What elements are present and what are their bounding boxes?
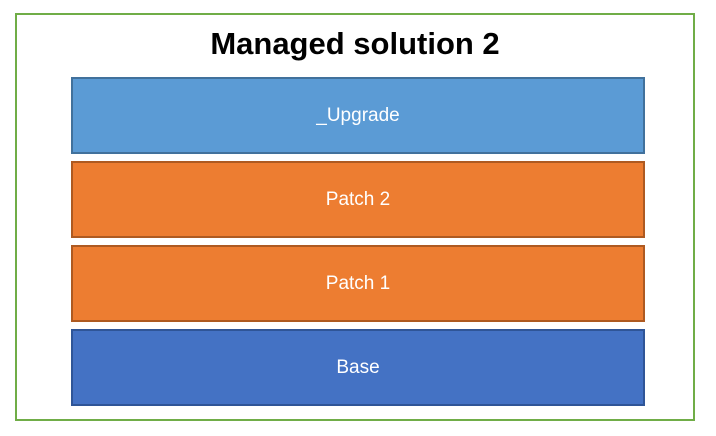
slide-frame: Managed solution 2 _Upgrade Patch 2 Patc… [15,13,695,421]
layer-label-base: Base [336,357,380,378]
layer-label-patch-1: Patch 1 [325,273,391,294]
page-title: Managed solution 2 [210,26,500,61]
layer-bar-patch-2: Patch 2 [71,161,645,238]
layer-bar-upgrade: _Upgrade [71,77,645,154]
layer-bar-base: Base [71,329,645,406]
layer-label-patch-2: Patch 2 [325,189,391,210]
layers-stack: _Upgrade Patch 2 Patch 1 Base [71,77,645,406]
layer-label-upgrade: _Upgrade [316,105,400,126]
layer-bar-patch-1: Patch 1 [71,245,645,322]
